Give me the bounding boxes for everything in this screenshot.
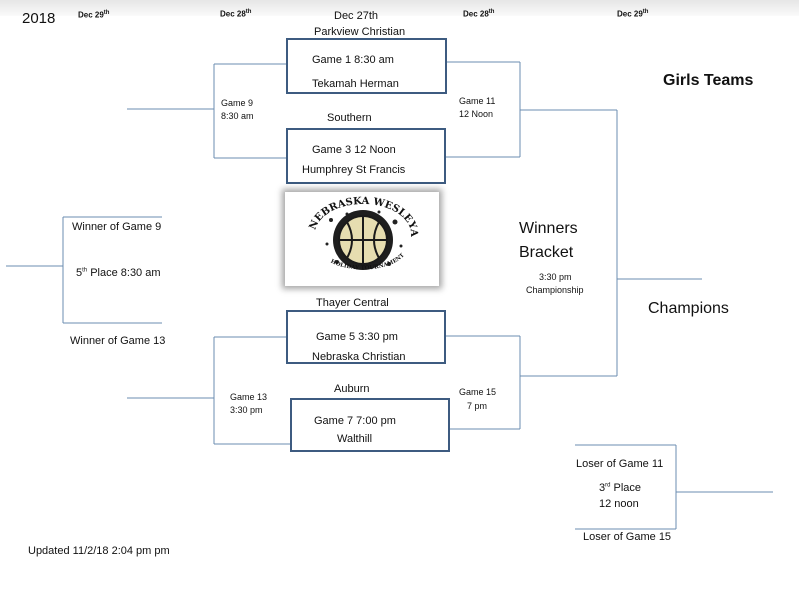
winners-bracket-line2: Bracket	[519, 244, 574, 261]
championship-label: Championship	[526, 285, 584, 295]
team-auburn: Auburn	[334, 383, 370, 395]
third-place-rest: Place	[610, 482, 642, 494]
loser-game-11: Loser of Game 11	[576, 458, 664, 470]
winners-bracket-line1: Winners	[519, 220, 578, 237]
date-col-5: Dec 29th	[617, 9, 648, 19]
game-7-label: Game 7 7:00 pm	[314, 415, 396, 427]
updated-timestamp: Updated 11/2/18 2:04 pm pm	[28, 545, 170, 557]
game-9-time: 8:30 am	[221, 111, 254, 121]
game-13-label: Game 13	[230, 392, 268, 402]
team-nebraska-christian: Nebraska Christian	[312, 351, 406, 363]
date-col-4-sup: th	[488, 9, 495, 15]
date-col-5-text: Dec 29	[617, 9, 643, 19]
top-bar	[0, 0, 799, 16]
game-13-time: 3:30 pm	[230, 405, 263, 415]
fifth-place: 5th Place 8:30 am	[76, 267, 161, 280]
game-1-box	[286, 38, 447, 94]
nebraska-wesleyan-logo: NEBRASKA WESLEYAN HOLIDAY TOURNAMENT	[280, 184, 439, 286]
fifth-place-rest: Place 8:30 am	[87, 267, 161, 279]
game-5-label: Game 5 3:30 pm	[316, 331, 398, 343]
team-walthill: Walthill	[337, 433, 373, 445]
date-col-2-text: Dec 28	[220, 9, 246, 19]
team-southern: Southern	[327, 112, 372, 124]
date-col-2: Dec 28th	[220, 9, 251, 19]
year-label: 2018	[22, 10, 56, 27]
winner-game-13: Winner of Game 13	[70, 335, 166, 347]
championship-time: 3:30 pm	[539, 272, 572, 282]
fifth-place-prefix: 5	[76, 267, 83, 279]
team-humphrey: Humphrey St Francis	[302, 164, 406, 176]
date-col-1: Dec 29th	[78, 10, 109, 20]
team-parkview: Parkview Christian	[314, 26, 406, 38]
date-col-4: Dec 28th	[463, 9, 494, 19]
basketball-icon: NEBRASKA WESLEYAN HOLIDAY TOURNAMENT	[280, 184, 419, 271]
loser-game-15: Loser of Game 15	[583, 531, 672, 543]
team-tekamah: Tekamah Herman	[312, 78, 399, 90]
game-15-time: 7 pm	[467, 401, 488, 411]
game-9-label: Game 9	[221, 98, 254, 108]
game-11-label: Game 11	[459, 96, 496, 106]
third-place: 3rd Place	[599, 482, 641, 495]
fifth-place-sup: th	[82, 267, 88, 274]
game-11-time: 12 Noon	[459, 109, 494, 119]
bracket-title: Girls Teams	[663, 72, 754, 89]
date-col-4-text: Dec 28	[463, 9, 489, 19]
game-3-label: Game 3 12 Noon	[312, 144, 396, 156]
third-place-prefix: 3	[599, 482, 606, 494]
game-5-box	[286, 310, 446, 364]
champions-label: Champions	[648, 300, 729, 317]
winner-game-9: Winner of Game 9	[72, 221, 162, 233]
game-3-box	[286, 128, 446, 184]
third-place-sup: rd	[605, 482, 611, 489]
date-center: Dec 27th	[334, 10, 379, 22]
game-7-box	[290, 398, 450, 452]
game-15-label: Game 15	[459, 387, 497, 397]
team-thayer: Thayer Central	[316, 297, 389, 309]
date-col-1-text: Dec 29	[78, 10, 104, 20]
game-1-label: Game 1 8:30 am	[312, 54, 394, 66]
date-col-2-sup: th	[245, 9, 252, 15]
date-col-1-sup: th	[103, 10, 110, 16]
date-col-5-sup: th	[642, 9, 649, 15]
third-place-time: 12 noon	[599, 498, 639, 510]
